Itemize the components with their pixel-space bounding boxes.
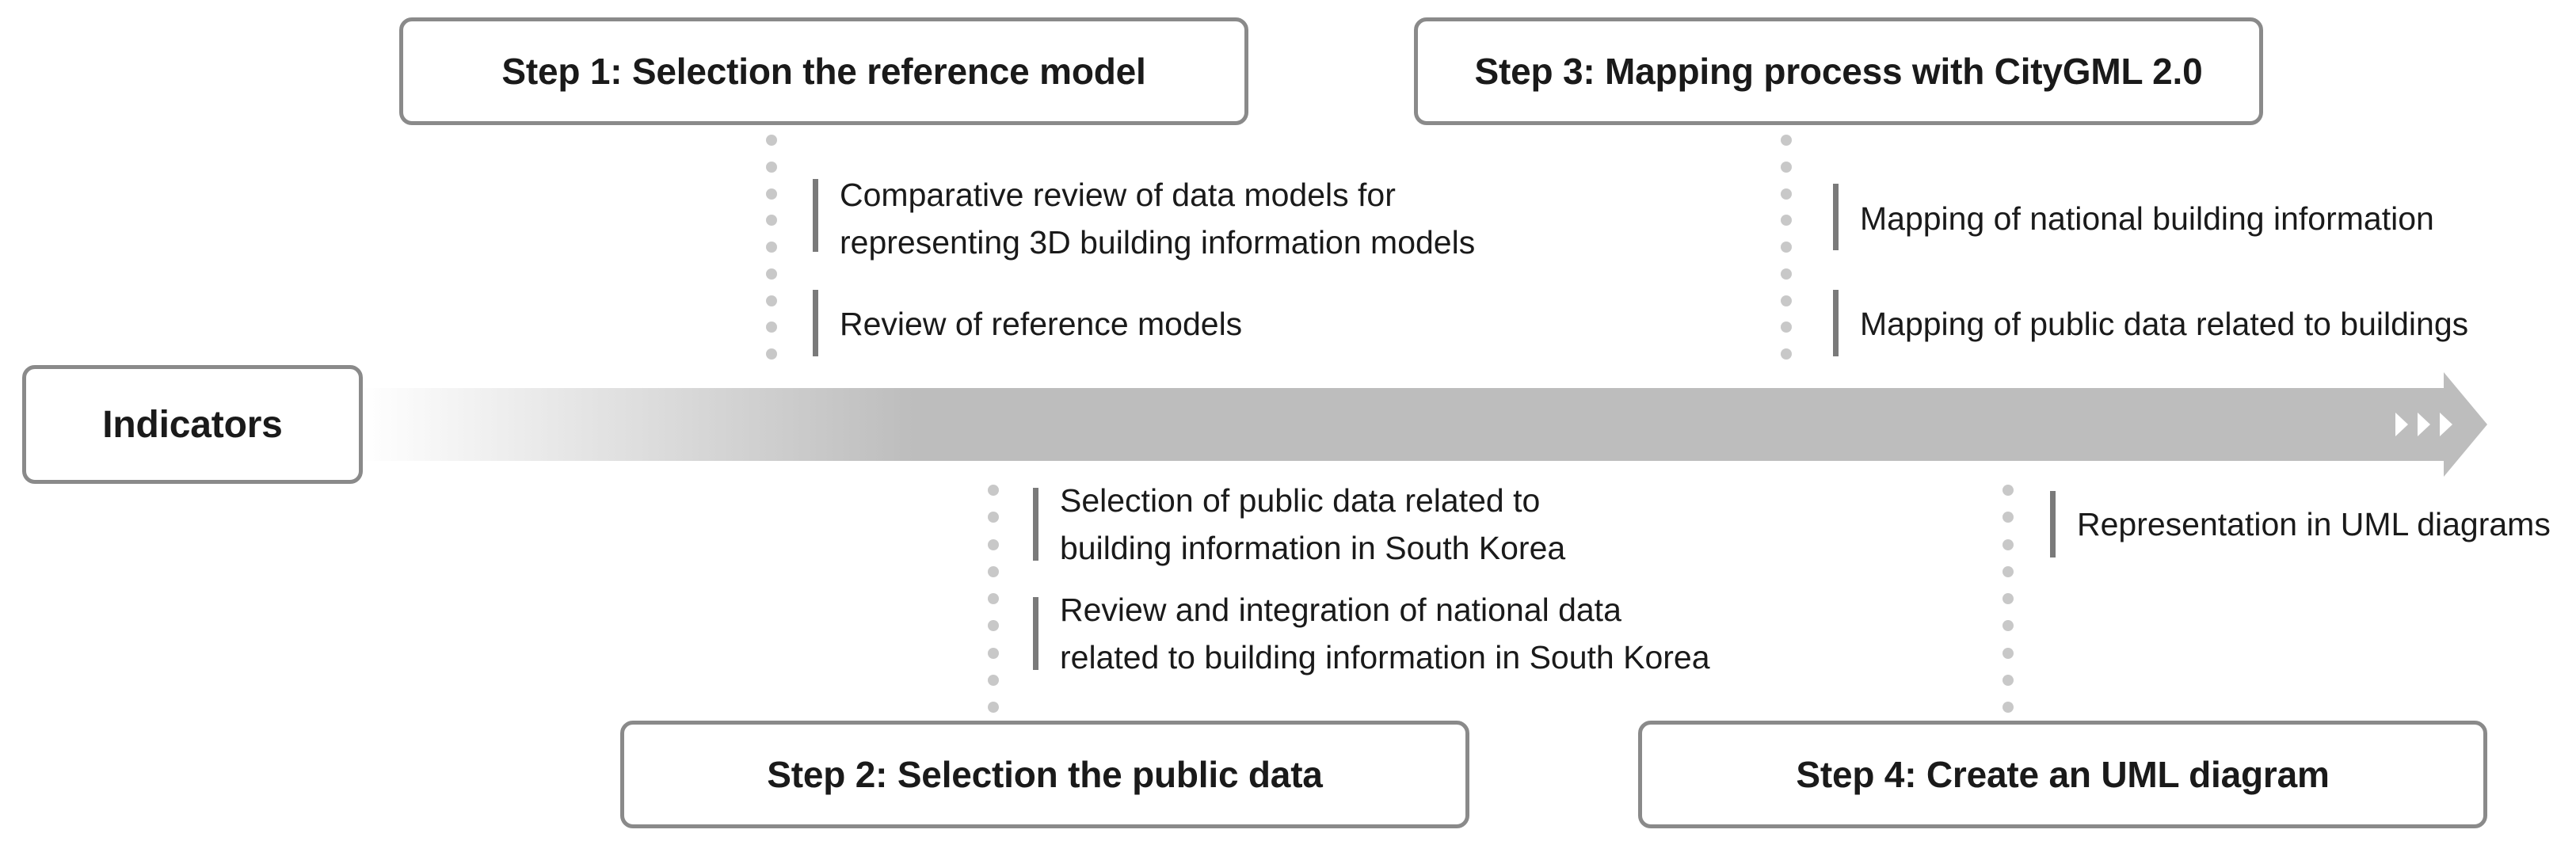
connector-dot: [2002, 566, 2014, 577]
connector-dot: [2002, 702, 2014, 713]
connector-dot: [1781, 268, 1792, 280]
connector-dot: [2002, 485, 2014, 496]
step-3-item-1-bar: [1833, 184, 1839, 250]
step-4-item-1-text: Representation in UML diagrams: [2077, 506, 2551, 542]
arrow-chevrons-icon: [2395, 413, 2452, 436]
connector-dot: [988, 566, 999, 577]
connector-dot: [766, 268, 777, 280]
connector-dot: [1781, 295, 1792, 306]
connector-dot: [766, 135, 777, 146]
connector-dot: [988, 648, 999, 659]
step-3-dotted-connector: [1781, 135, 1792, 360]
connector-dot: [1781, 135, 1792, 146]
connector-dot: [1781, 215, 1792, 226]
connector-dot: [766, 215, 777, 226]
connector-dot: [988, 539, 999, 550]
step-3-item-2-text: Mapping of public data related to buildi…: [1860, 306, 2469, 342]
step-2-item-2-text: Review and integration of national data …: [1060, 592, 1710, 675]
connector-dot: [766, 242, 777, 253]
step-1-box: Step 1: Selection the reference model: [399, 17, 1248, 125]
step-4-item-1-bar: [2050, 491, 2056, 557]
indicators-label: Indicators: [102, 403, 283, 446]
step-1-item-2-text: Review of reference models: [840, 306, 1243, 342]
step-2-item-1-bar: [1033, 488, 1038, 561]
arrow-body: [360, 372, 2487, 477]
step-3-item-1-text: Mapping of national building information: [1860, 200, 2434, 237]
step-3-title: Step 3: Mapping process with CityGML 2.0: [1474, 51, 2203, 92]
step-3-box: Step 3: Mapping process with CityGML 2.0: [1414, 17, 2263, 125]
connector-dot: [2002, 648, 2014, 659]
step-4-box: Step 4: Create an UML diagram: [1638, 721, 2487, 828]
connector-dot: [988, 512, 999, 523]
connector-dot: [988, 702, 999, 713]
connector-dot: [1781, 162, 1792, 173]
connector-dot: [766, 162, 777, 173]
connector-dot: [1781, 348, 1792, 360]
connector-dot: [1781, 188, 1792, 200]
connector-dot: [2002, 620, 2014, 631]
connector-dot: [988, 593, 999, 604]
connector-dot: [766, 295, 777, 306]
step-3-item-2-bar: [1833, 290, 1839, 356]
step-1-title: Step 1: Selection the reference model: [501, 51, 1146, 92]
step-1-item-2-bar: [813, 290, 818, 356]
step-2-item-1-text: Selection of public data related to buil…: [1060, 482, 1566, 566]
step-2-title: Step 2: Selection the public data: [767, 754, 1323, 795]
connector-dot: [1781, 242, 1792, 253]
connector-dot: [766, 348, 777, 360]
connector-dot: [2002, 593, 2014, 604]
connector-dot: [766, 322, 777, 333]
connector-dot: [1781, 322, 1792, 333]
connector-dot: [988, 485, 999, 496]
step-1-dotted-connector: [766, 135, 777, 360]
indicators-box: Indicators: [22, 365, 363, 484]
connector-dot: [2002, 539, 2014, 550]
step-1-item-1-text: Comparative review of data models for re…: [840, 177, 1476, 261]
connector-dot: [2002, 675, 2014, 686]
step-2-item-2-bar: [1033, 597, 1038, 670]
connector-dot: [988, 675, 999, 686]
step-2-box: Step 2: Selection the public data: [620, 721, 1469, 828]
step-4-dotted-connector: [2002, 485, 2014, 713]
step-2-dotted-connector: [988, 485, 999, 713]
connector-dot: [766, 188, 777, 200]
step-1-item-1-bar: [813, 179, 818, 252]
step-4-title: Step 4: Create an UML diagram: [1796, 754, 2330, 795]
connector-dot: [2002, 512, 2014, 523]
connector-dot: [988, 620, 999, 631]
